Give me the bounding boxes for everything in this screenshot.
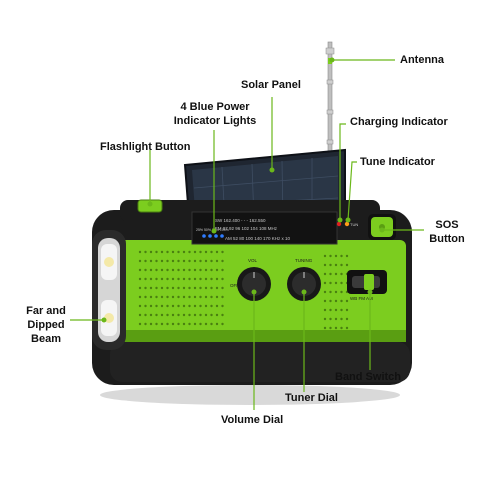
tun-label: TUN xyxy=(350,222,358,227)
blue-lights-callout-line1: 4 Blue Power xyxy=(180,101,250,113)
band-switch[interactable] xyxy=(347,270,387,294)
radio-shadow xyxy=(100,385,400,405)
blue-power-indicator-lights xyxy=(202,234,224,238)
sos-callout-line2: Button xyxy=(429,232,465,245)
band-labels: WB FM AM xyxy=(350,296,373,301)
volume-dial-callout: Volume Dial xyxy=(221,414,284,426)
band-switch-callout: Band Switch xyxy=(335,371,402,383)
tune-indicator-led xyxy=(344,221,350,227)
sw-scale-text: SW 162.400 - - - 162.550 xyxy=(215,218,266,223)
blue-lights-callout-line2: Indicator Lights xyxy=(173,114,257,127)
volume-dial[interactable] xyxy=(237,267,271,301)
solar-panel-callout: Solar Panel xyxy=(241,79,301,91)
sos-button[interactable] xyxy=(368,214,396,240)
sos-button-callout: SOS Button xyxy=(422,219,472,247)
sos-callout-line1: SOS xyxy=(435,219,459,231)
charging-indicator-led xyxy=(336,221,342,227)
status-indicators: TUN xyxy=(336,221,358,227)
charging-indicator-callout: Charging Indicator xyxy=(350,116,448,128)
am-scale-text: AM 52 80 100 140 170 KHz x 10 xyxy=(225,236,291,241)
flashlight-lens xyxy=(92,230,126,350)
frequency-display: SW 162.400 - - - 162.550 FM 87 92 96 102… xyxy=(191,211,338,245)
beam-callout-line2: Dipped xyxy=(27,318,65,331)
off-label: OFF xyxy=(230,283,239,288)
leader-lines xyxy=(70,57,424,410)
beam-callout-line3: Beam xyxy=(31,332,61,345)
tune-indicator-callout: Tune Indicator xyxy=(360,156,435,168)
vol-label: VOL xyxy=(248,258,258,263)
beam-callout-line1: Far and xyxy=(26,305,66,317)
tuner-dial[interactable] xyxy=(287,267,321,301)
antenna-callout: Antenna xyxy=(400,54,444,66)
tuner-dial-callout: Tuner Dial xyxy=(285,392,338,404)
tuning-label: TUNING xyxy=(295,258,313,263)
beam-callout: Far and Dipped Beam xyxy=(16,305,76,346)
flashlight-button-callout: Flashlight Button xyxy=(100,141,191,153)
speaker-grille xyxy=(138,250,349,330)
blue-lights-callout: 4 Blue Power Indicator Lights xyxy=(170,101,260,129)
fm-scale-text: FM 87 92 96 102 104 108 MHz xyxy=(215,226,278,231)
